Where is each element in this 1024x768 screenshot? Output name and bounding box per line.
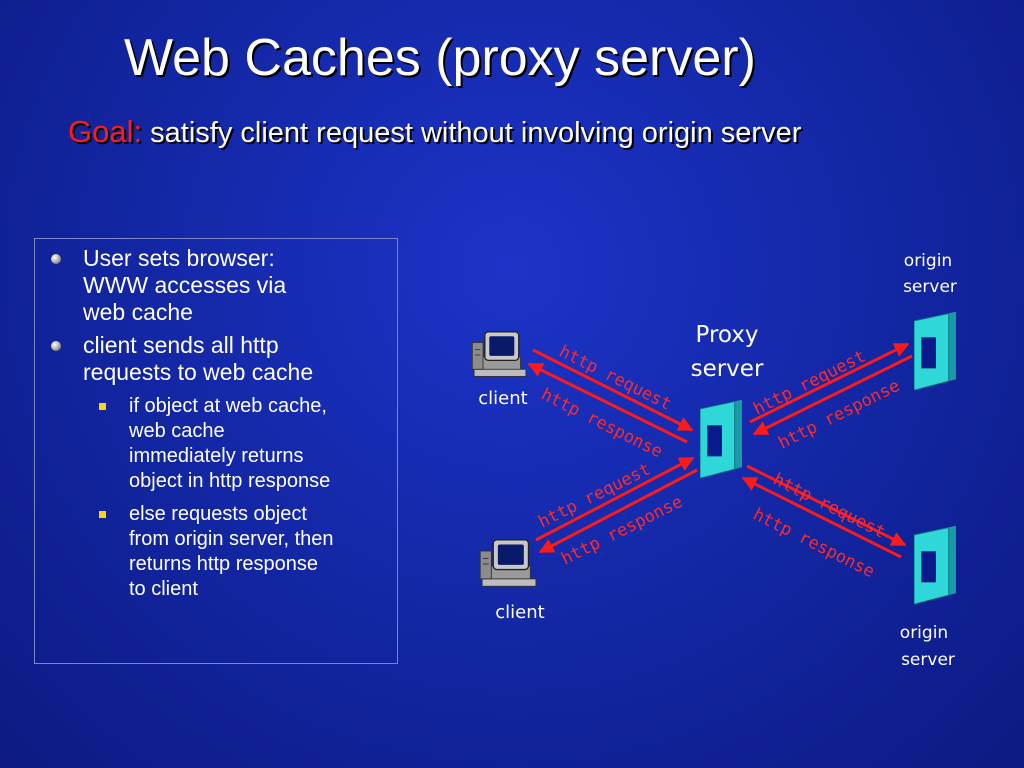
bullet-list: User sets browser: WWW accesses via web … [35, 245, 397, 602]
bullet-line: client sends all http [83, 332, 279, 358]
bullet-line: WWW accesses via [83, 272, 287, 298]
origin-bottom-label-line-2: server [901, 650, 955, 670]
client-bottom-label: client [495, 602, 544, 623]
proxy-label-line-2: server [691, 356, 764, 382]
goal-text: satisfy client request without involving… [150, 117, 802, 149]
sub-bullet-item: else requests object from origin server,… [35, 502, 397, 602]
arrow-client-top-response [527, 362, 688, 444]
proxy-label-line-1: Proxy [695, 322, 758, 348]
arrow-client-bottom-request [535, 456, 695, 542]
origin-server-bottom-icon [914, 525, 956, 605]
proxy-server-icon [700, 399, 742, 479]
sub-bullet-line: if object at web cache, [129, 395, 327, 417]
arrow-client-top-request [532, 348, 694, 432]
client-top-icon [472, 331, 527, 378]
origin-bottom-label-line-1: origin [900, 623, 948, 643]
goal-label: Goal: [68, 114, 143, 149]
sub-bullet-line: object in http response [129, 470, 331, 492]
origin-top-label-line-2: server [903, 277, 957, 297]
bullet-item: User sets browser: WWW accesses via web … [35, 245, 397, 326]
arrow-origin-top-response [752, 354, 913, 436]
sub-bullet-line: else requests object [129, 503, 307, 525]
client-bottom-icon [480, 539, 537, 587]
square-bullet-icon [99, 511, 106, 518]
bullet-line: requests to web cache [83, 359, 314, 385]
bullet-item: client sends all http requests to web ca… [35, 332, 397, 602]
client-top-label: client [478, 388, 527, 409]
arrow-client-bottom-response [538, 468, 698, 554]
bullet-line: web cache [83, 299, 193, 325]
slide-goal: Goal: satisfy client request without inv… [68, 112, 801, 153]
sphere-bullet-icon [51, 341, 61, 351]
bullet-line: User sets browser: [83, 245, 275, 271]
bullet-panel: User sets browser: WWW accesses via web … [34, 238, 398, 664]
sub-bullet-line: to client [129, 578, 198, 600]
origin-top-label-line-1: origin [904, 251, 952, 271]
sub-bullet-line: web cache [129, 420, 225, 442]
sub-bullet-line: from origin server, then [129, 528, 334, 550]
arrow-origin-bottom-response [741, 476, 902, 559]
arrow-origin-top-request [749, 342, 910, 424]
sphere-bullet-icon [51, 254, 61, 264]
slide-title: Web Caches (proxy server) [124, 29, 756, 87]
sub-bullet-item: if object at web cache, web cache immedi… [35, 394, 397, 494]
origin-server-top-icon [914, 311, 956, 391]
sub-bullet-list: if object at web cache, web cache immedi… [83, 394, 397, 602]
sub-bullet-line: returns http response [129, 553, 318, 575]
arrow-origin-bottom-request [746, 464, 907, 547]
square-bullet-icon [99, 403, 106, 410]
sub-bullet-line: immediately returns [129, 445, 304, 467]
